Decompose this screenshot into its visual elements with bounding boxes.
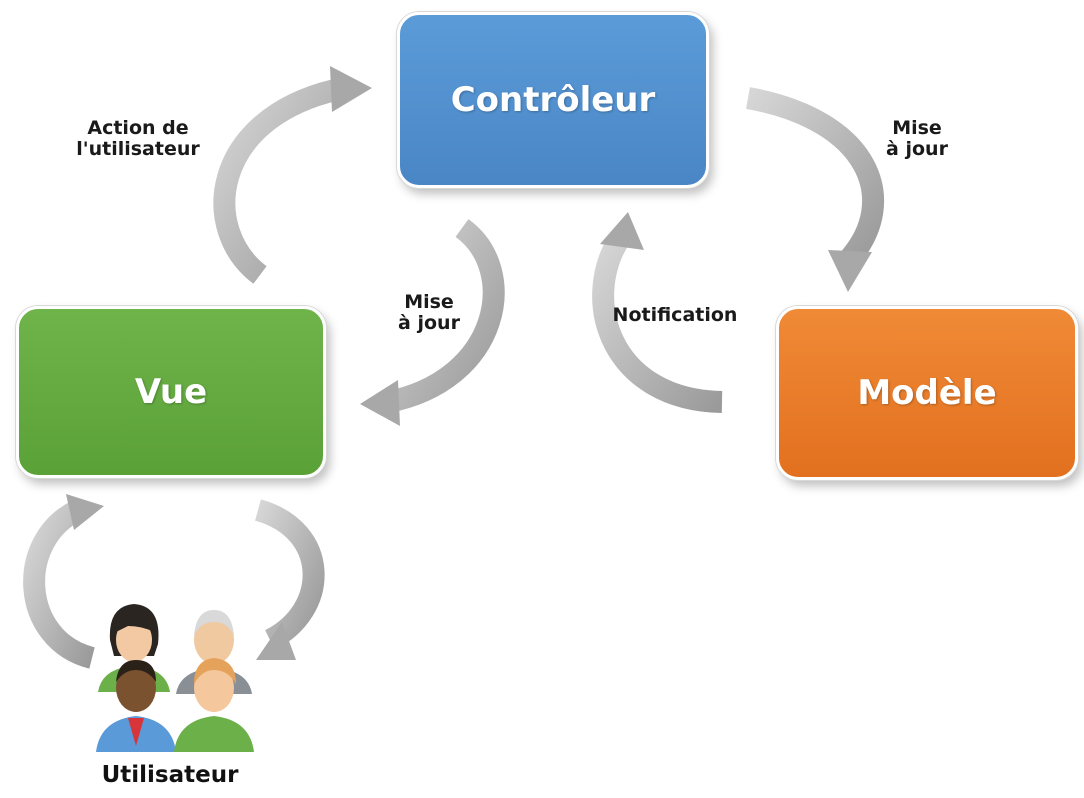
- modele-label: Modèle: [857, 373, 997, 413]
- user-label: Utilisateur: [101, 762, 239, 788]
- users-icon: [96, 604, 254, 752]
- arrowhead-modele: [828, 250, 872, 292]
- arrow-modele-to-controleur: [592, 232, 723, 413]
- edge-label-action: Action de l'utilisateur: [58, 118, 218, 160]
- arrow-vue-to-controleur: [213, 79, 338, 284]
- edge-label-mise-a-jour-modele: Mise à jour: [862, 118, 972, 160]
- vue-box: Vue: [16, 306, 326, 478]
- arrow-user-to-vue: [23, 500, 96, 669]
- edge-label-notification-text: Notification: [612, 304, 738, 326]
- arrowhead-controleur: [330, 66, 372, 112]
- user-man-suit-icon: [96, 660, 176, 752]
- arrowhead-vue-bottom: [66, 494, 104, 530]
- user-young-person-icon: [174, 658, 254, 752]
- edge-label-action-line2: l'utilisateur: [76, 138, 200, 160]
- arrowhead-vue: [360, 380, 400, 426]
- controleur-box: Contrôleur: [397, 12, 709, 188]
- edge-label-mise-line1: Mise: [892, 117, 942, 139]
- edge-label-mise-line2: à jour: [886, 138, 948, 160]
- arrow-vue-to-user: [254, 499, 325, 650]
- edge-label-mise-vue-line2: à jour: [398, 312, 460, 334]
- arrow-controleur-to-modele: [746, 87, 885, 266]
- arrowhead-user: [256, 622, 296, 660]
- arrowhead-controleur-bottom: [600, 212, 644, 250]
- vue-label: Vue: [134, 372, 208, 412]
- arrow-controleur-to-vue: [385, 219, 505, 413]
- controleur-label: Contrôleur: [450, 80, 656, 120]
- edge-label-mise-a-jour-vue: Mise à jour: [374, 292, 484, 334]
- modele-box: Modèle: [776, 306, 1078, 480]
- edge-label-mise-vue-line1: Mise: [404, 291, 454, 313]
- edge-label-notification: Notification: [600, 305, 750, 326]
- edge-label-action-line1: Action de: [87, 117, 189, 139]
